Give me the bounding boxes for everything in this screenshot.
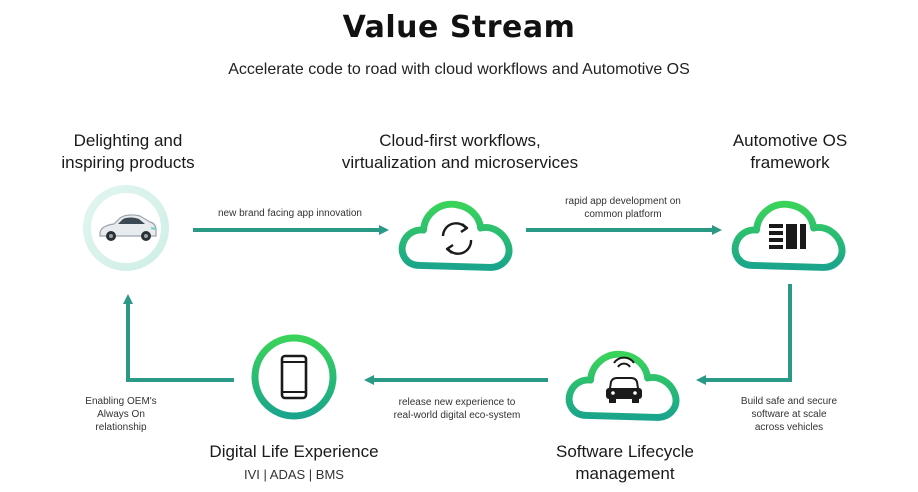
- products-label: Delighting and inspiring products: [61, 131, 195, 172]
- page-title: Value Stream: [342, 10, 576, 45]
- node-software-lifecycle: [569, 354, 676, 417]
- cloud-workflows-cloud: [402, 204, 509, 267]
- node-cloud-workflows: [402, 204, 509, 267]
- software-lifecycle-label: Software Lifecycle management: [556, 442, 694, 483]
- sync-arrows-icon: [441, 222, 473, 255]
- node-automotive-os: [735, 204, 842, 267]
- cloud-workflows-label: Cloud-first workflows, virtualization an…: [341, 131, 579, 172]
- digital-life-ring: [251, 334, 337, 420]
- car-icon: [99, 214, 157, 241]
- automotive-os-label: Automotive OS framework: [732, 131, 848, 172]
- node-products: [83, 185, 169, 271]
- edge-label-lifecycle-to-digital: release new experience to real-world dig…: [393, 397, 521, 421]
- node-digital-life: [251, 334, 337, 420]
- page-subtitle: Accelerate code to road with cloud workf…: [228, 61, 690, 78]
- arrow-digital-to-products: [123, 294, 234, 382]
- digital-life-label: Digital Life Experience: [209, 442, 379, 461]
- digital-life-sublabel: IVI | ADAS | BMS: [244, 467, 344, 482]
- flow-arrows: [123, 225, 792, 385]
- edge-label-cloud-to-os: rapid app development on common platform: [565, 196, 681, 220]
- edge-label-os-to-lifecycle: Build safe and secure software at scale …: [740, 396, 838, 433]
- layout-grid-icon: [769, 224, 806, 249]
- arrow-os-to-lifecycle: [696, 284, 792, 385]
- smartphone-icon: [280, 354, 308, 400]
- edge-label-digital-to-products: Enabling OEM's Always On relationship: [85, 396, 157, 433]
- edge-label-products-to-cloud: new brand facing app innovation: [218, 208, 362, 219]
- connected-car-icon: [606, 356, 642, 403]
